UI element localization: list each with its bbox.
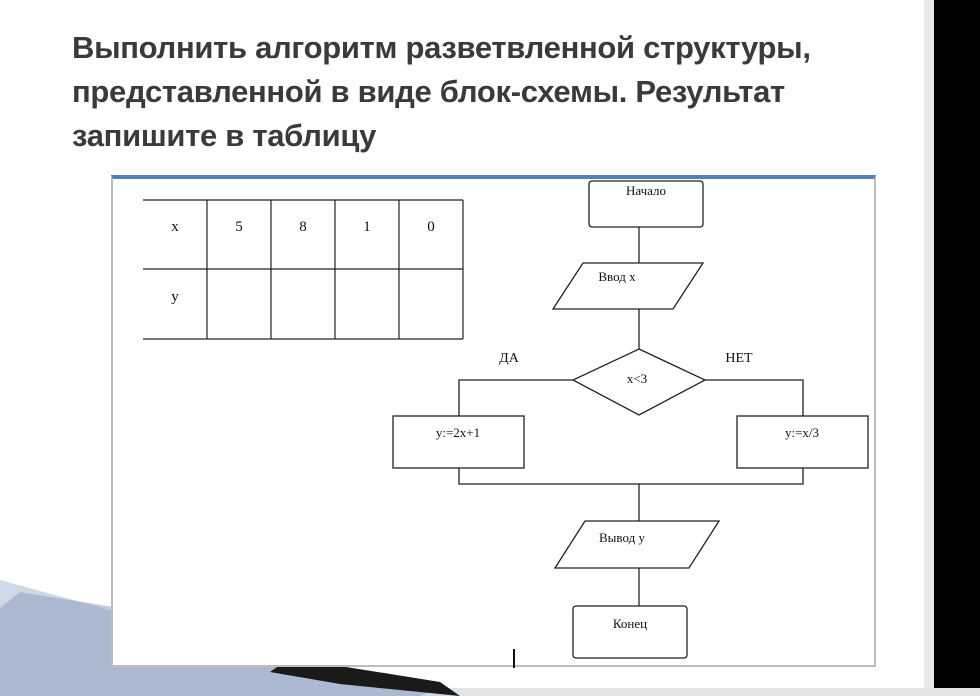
flowchart-figure: x 5 8 1 0 y Начало Ввод x x<3 ДА НЕТ y:=…: [111, 175, 876, 668]
yes-action-block: [392, 415, 525, 469]
right-panel-shade: [924, 0, 934, 696]
condition-block: [571, 348, 707, 416]
condition-label: x<3: [627, 371, 647, 386]
table-x-value: 5: [235, 219, 243, 235]
table-x-value: 8: [299, 219, 307, 235]
output-block: [553, 520, 721, 569]
flowchart-svg: x 5 8 1 0 y Начало Ввод x x<3 ДА НЕТ y:=…: [143, 180, 869, 668]
no-action-block: [736, 415, 869, 469]
value-table: [143, 199, 464, 340]
table-x-label: x: [171, 219, 179, 235]
start-block: [588, 180, 704, 228]
no-action-label: y:=x/3: [785, 425, 819, 440]
table-x-value: 1: [363, 219, 371, 235]
output-label: Вывод y: [599, 530, 645, 545]
start-label: Начало: [626, 183, 666, 198]
table-x-value: 0: [427, 219, 435, 235]
input-block: [551, 262, 705, 310]
yes-action-label: y:=2x+1: [436, 425, 480, 440]
flow-connectors: [458, 227, 804, 606]
input-label: Ввод x: [598, 269, 636, 284]
end-block: [572, 605, 688, 659]
bottom-edge: [0, 688, 980, 696]
table-y-label: y: [171, 289, 179, 305]
right-panel-edge: [934, 0, 980, 696]
end-label: Конец: [613, 616, 647, 631]
yes-branch-label: ДА: [499, 351, 520, 366]
slide-title: Выполнить алгоритм разветвленной структу…: [72, 30, 811, 153]
no-branch-label: НЕТ: [725, 351, 753, 366]
